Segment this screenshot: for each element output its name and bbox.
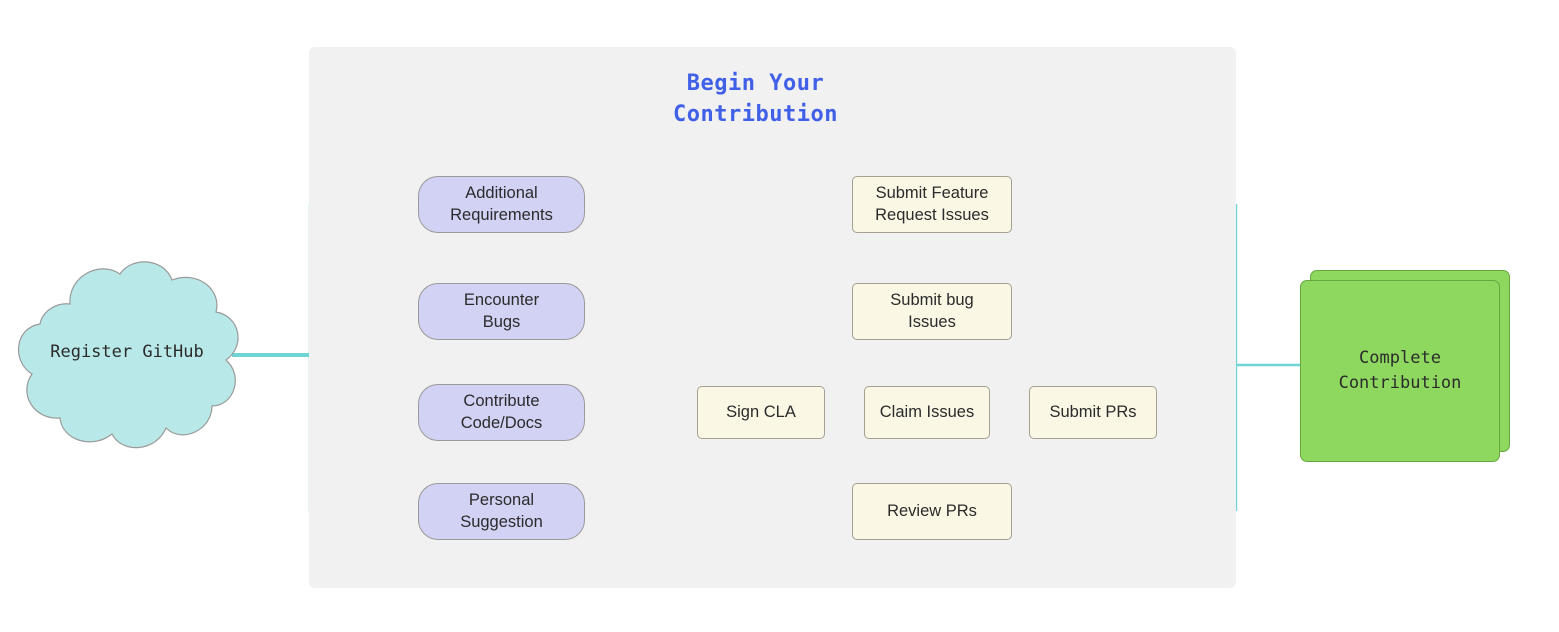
node-contribute-code-docs[interactable]: Contribute Code/Docs (418, 384, 585, 441)
panel-title: Begin Your Contribution (673, 71, 838, 128)
node-complete-contribution[interactable]: Complete Contribution (1300, 270, 1510, 462)
node-review-prs[interactable]: Review PRs (852, 483, 1012, 540)
node-encounter-bugs[interactable]: Encounter Bugs (418, 283, 585, 340)
node-personal-suggestion[interactable]: Personal Suggestion (418, 483, 585, 540)
node-label: Sign CLA (726, 402, 796, 421)
node-claim-issues[interactable]: Claim Issues (864, 386, 990, 439)
node-label: Encounter Bugs (463, 291, 540, 331)
node-label: Claim Issues (879, 402, 975, 421)
node-submit-bug-issues[interactable]: Submit bug Issues (852, 283, 1012, 340)
node-label: Personal Suggestion (460, 491, 543, 531)
cloud-shape (18, 261, 239, 449)
stack-front-layer: Complete Contribution (1300, 280, 1500, 462)
node-submit-feature-request-issues[interactable]: Submit Feature Request Issues (852, 176, 1012, 233)
node-label: Review PRs (887, 501, 977, 520)
node-label: Contribute Code/Docs (460, 392, 543, 432)
node-label: Submit Feature Request Issues (875, 184, 989, 224)
node-sign-cla[interactable]: Sign CLA (697, 386, 825, 439)
node-register-github[interactable]: Register GitHub (8, 254, 246, 459)
node-label: Complete Contribution (1338, 348, 1462, 393)
node-label: Submit bug Issues (890, 291, 974, 331)
node-additional-requirements[interactable]: Additional Requirements (418, 176, 585, 233)
node-label: Additional Requirements (450, 184, 553, 224)
node-label: Submit PRs (1049, 402, 1137, 421)
node-submit-prs[interactable]: Submit PRs (1029, 386, 1157, 439)
